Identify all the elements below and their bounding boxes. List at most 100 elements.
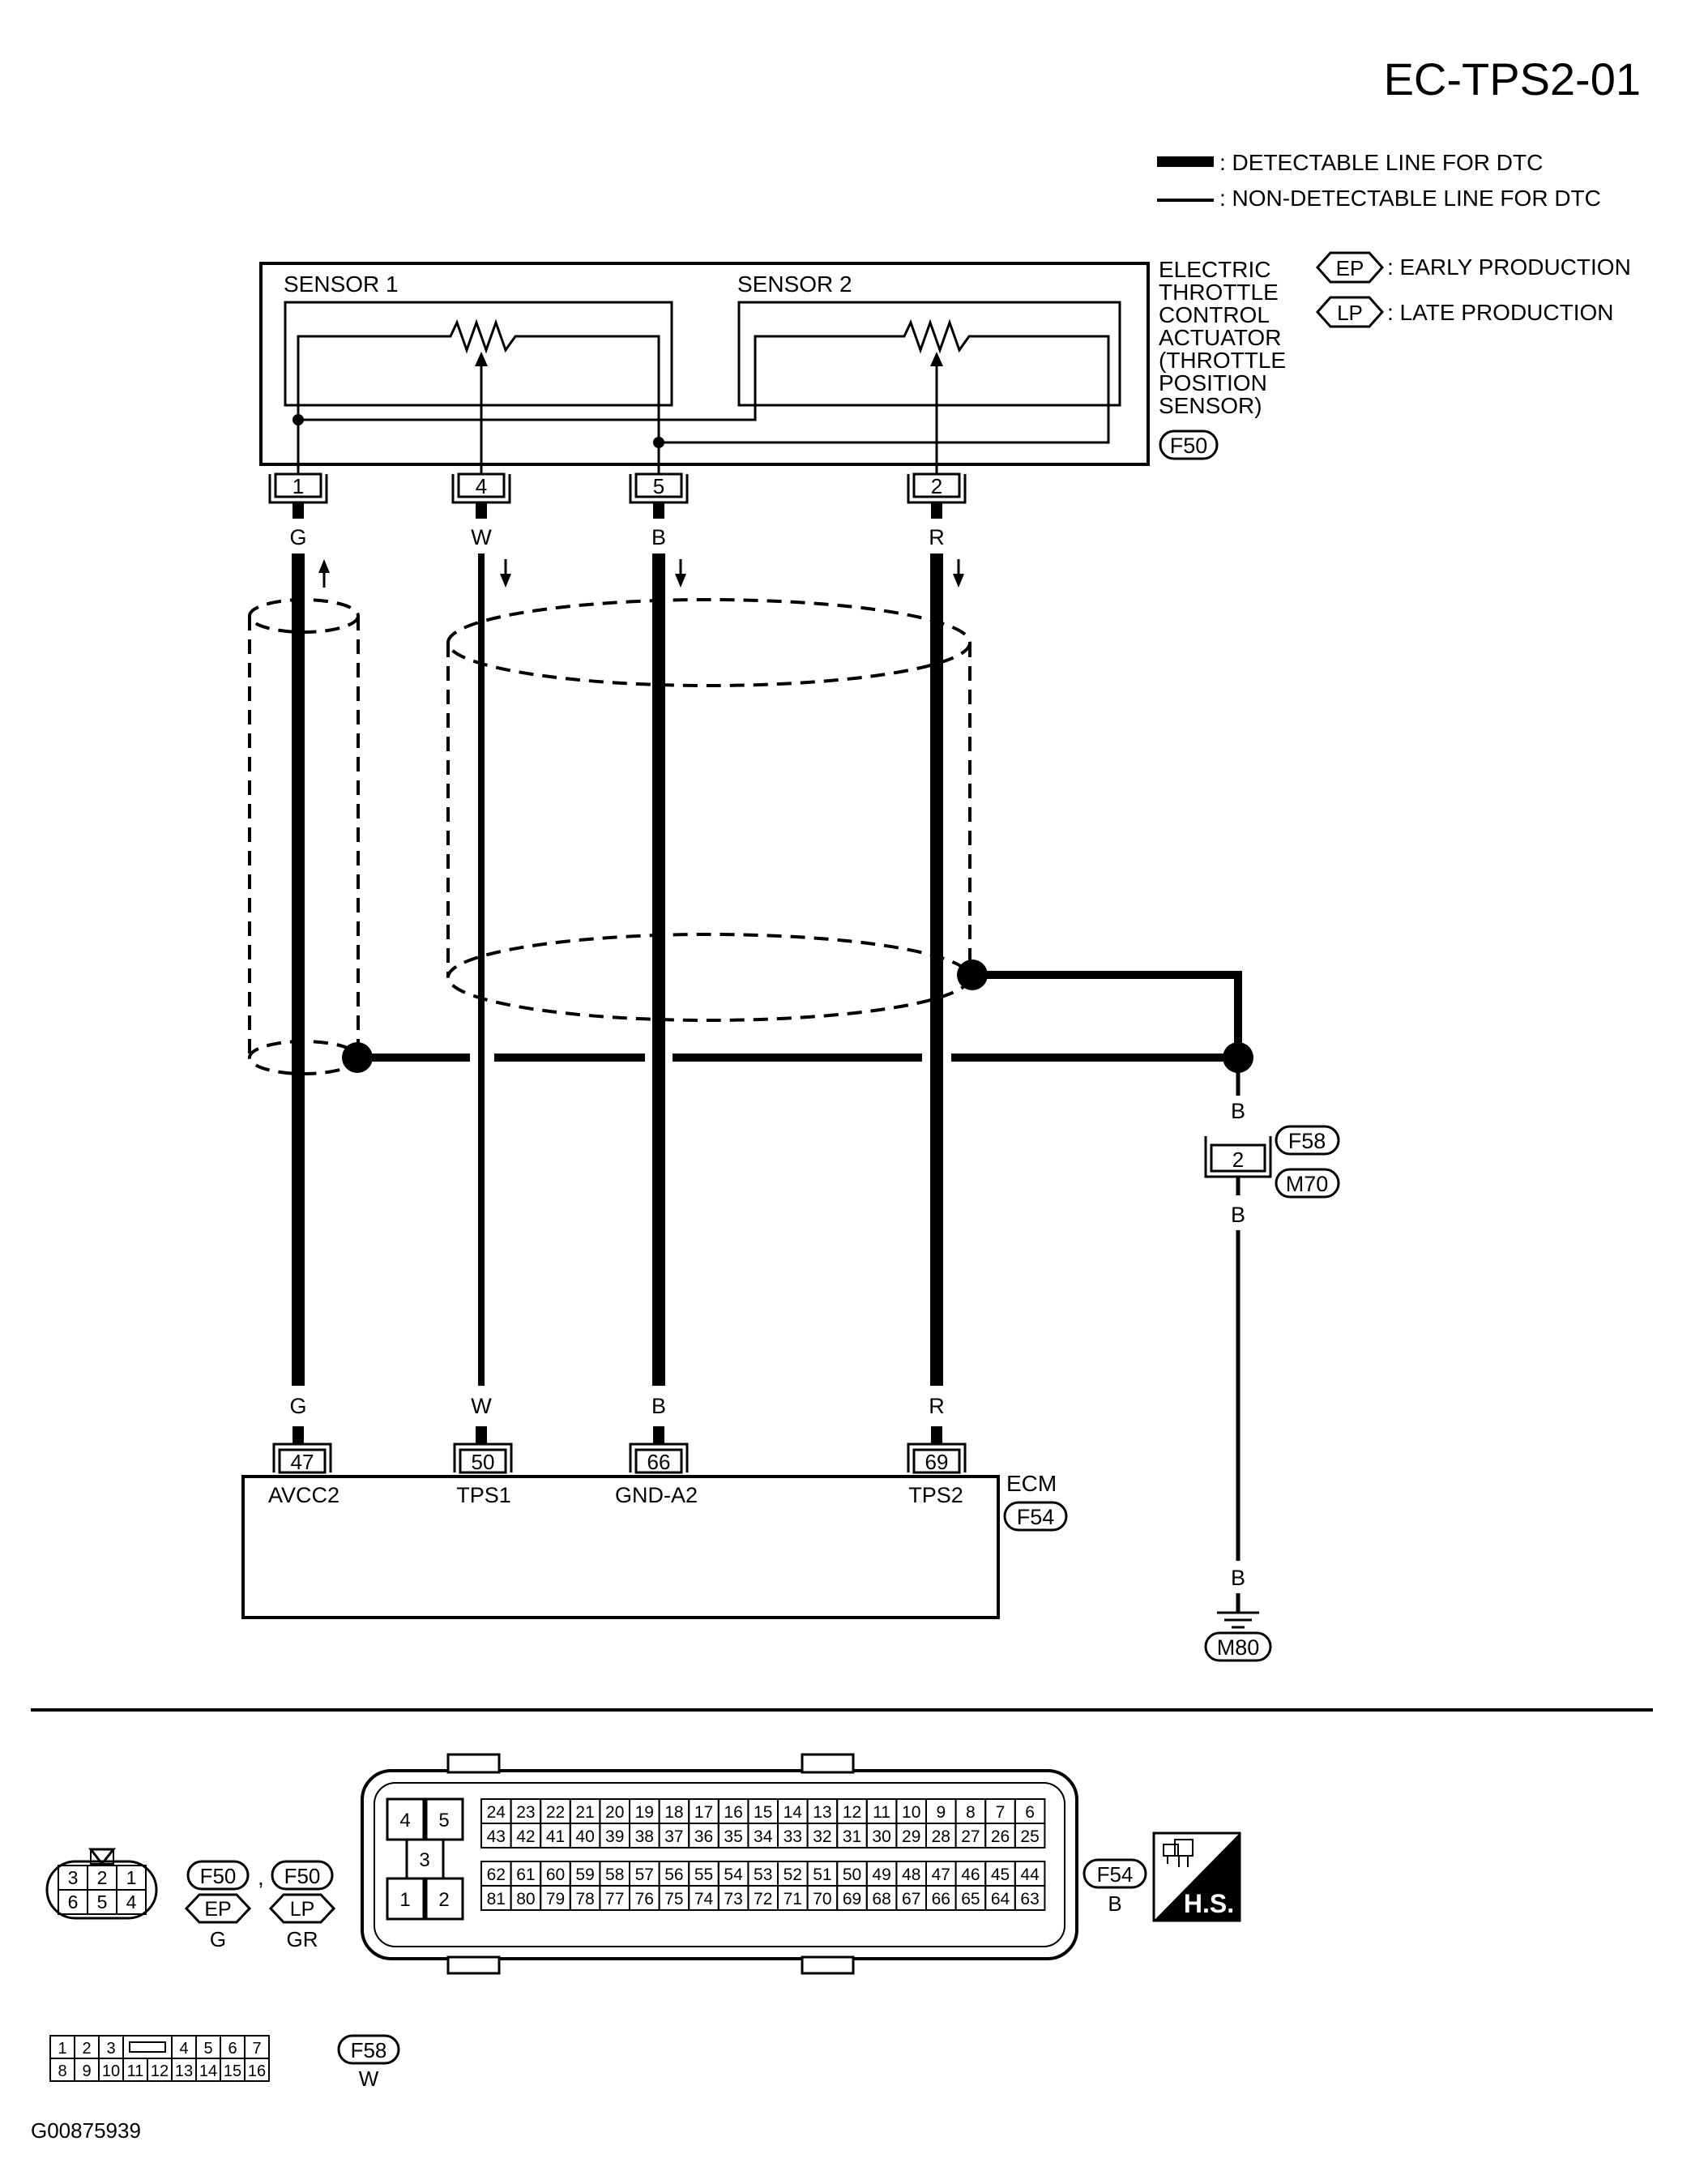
ecm-face-pin-36: 36 (694, 1827, 713, 1846)
f50-variant-lp-code: LP (290, 1898, 315, 1921)
ecm-face-pin-54: 54 (724, 1866, 743, 1884)
ecm-face-pin-30: 30 (872, 1827, 890, 1846)
ecm-face-pin-32: 32 (813, 1827, 831, 1846)
f50-variant-lp-color: GR (287, 1927, 318, 1951)
ecm-face-pin-13: 13 (813, 1803, 831, 1822)
ecm-face-pin-42: 42 (516, 1827, 535, 1846)
sensor2-box (737, 301, 1121, 407)
sensor2-resistor (754, 318, 1110, 405)
f50-variant-ep-conn: F50 (200, 1864, 237, 1888)
ecm-face-pin-18: 18 (664, 1803, 683, 1822)
ground-symbol: B M80 (1204, 1566, 1272, 1662)
wire-color-b-bottom: B (651, 1394, 666, 1418)
f58-face-pin-3: 3 (106, 2040, 115, 2058)
ecm-label: ECM (1006, 1471, 1057, 1496)
f58-face-conn: F58 (351, 2038, 387, 2062)
ground-color-lower: B (1231, 1566, 1245, 1590)
shields (248, 598, 971, 1075)
ecm-face-pin-72: 72 (754, 1890, 772, 1908)
f58-face-pin-14: 14 (199, 2062, 217, 2080)
joint-connector: B 2 B F58 M70 (1204, 1099, 1340, 1227)
wires (292, 502, 943, 1444)
ground-junction (653, 437, 664, 448)
ecm-pin-47-number: 47 (291, 1450, 314, 1474)
legend-detectable-swatch (1157, 156, 1214, 167)
ecm-face-pin-29: 29 (902, 1827, 920, 1846)
f58-face-color: W (359, 2066, 379, 2091)
f58-face-tag: F58 W (337, 2034, 400, 2091)
ecm-signal-avcc2: AVCC2 (268, 1483, 339, 1507)
actuator-name-line-1: ELECTRIC (1159, 257, 1270, 282)
f58-face-pin-6: 6 (228, 2040, 237, 2058)
hs-symbol: H.S. (1152, 1831, 1241, 1922)
legend-lp-tag: LP (1315, 296, 1385, 328)
wire-color-g-top: G (289, 525, 306, 549)
ecm-face-pin-12: 12 (843, 1803, 861, 1822)
ecm-face-pin-66: 66 (932, 1890, 950, 1908)
ecm-face-pin-48: 48 (902, 1866, 920, 1884)
actuator-name-line-5: (THROTTLE (1159, 348, 1286, 373)
ecm-face-pin-17: 17 (694, 1803, 713, 1822)
ecm-face-pin-78: 78 (575, 1890, 594, 1908)
ecm-signal-names: AVCC2 TPS1 GND-A2 TPS2 (268, 1483, 963, 1507)
ground-label: M80 (1217, 1635, 1260, 1660)
ecm-face-pin-19: 19 (635, 1803, 654, 1822)
ecm-face-pin-81: 81 (487, 1890, 506, 1908)
supply-bus (297, 361, 757, 421)
f58-face-pin-13: 13 (175, 2062, 193, 2080)
ecm-connector-tag: F54 (1003, 1501, 1068, 1532)
ecm-face-pin-51: 51 (813, 1866, 831, 1884)
f50-connector-face: 3 2 1 6 5 4 (45, 1848, 158, 1920)
drain-junction-main (1223, 1042, 1253, 1073)
ecm-face-large-2: 2 (438, 1889, 449, 1911)
ecm-face-pin-40: 40 (575, 1827, 594, 1846)
f50-variant-lp: F50 LP GR (268, 1860, 336, 1951)
actuator-pin-1-number: 1 (293, 474, 304, 498)
ecm-face-large-1: 1 (399, 1889, 410, 1911)
ecm-face-pin-58: 58 (605, 1866, 624, 1884)
ecm-face-pin-6: 6 (1025, 1803, 1035, 1822)
ecm-pin-50: 50 (453, 1442, 513, 1474)
ecm-face-pin-68: 68 (872, 1890, 890, 1908)
ecm-face-pin-23: 23 (516, 1803, 535, 1822)
f54-face-conn: F54 (1097, 1862, 1134, 1887)
figure-id: G00875939 (31, 2118, 141, 2143)
ecm-connector-label: F54 (1017, 1505, 1055, 1529)
ecm-face-pin-57: 57 (635, 1866, 654, 1884)
actuator-name-line-7: SENSOR) (1159, 393, 1262, 418)
actuator-pins: 1 4 5 2 (268, 472, 967, 504)
wire-color-b-top: B (651, 525, 666, 549)
signal-arrows (318, 559, 964, 588)
shield-large (446, 598, 971, 1022)
ecm-face-large-4: 4 (399, 1810, 410, 1831)
ecm-face-pin-63: 63 (1020, 1890, 1039, 1908)
f50-face-pin-2: 2 (97, 1867, 108, 1888)
actuator-name-line-3: CONTROL (1159, 302, 1270, 327)
f50-variant-separator: , (258, 1865, 264, 1890)
legend-ep-code: EP (1336, 256, 1364, 280)
legend-non-detectable-swatch (1157, 199, 1214, 202)
f58-face-pin-11: 11 (127, 2062, 144, 2080)
sensor1-resistor (297, 318, 660, 405)
sensor2-wiper-arrow (930, 352, 943, 366)
ecm-face-pin-73: 73 (724, 1890, 742, 1908)
ecm-pin-69: 69 (907, 1442, 967, 1474)
ecm-face-pin-44: 44 (1020, 1866, 1040, 1884)
f58-face-pin-2: 2 (82, 2040, 91, 2058)
ground-color-mid: B (1231, 1203, 1245, 1227)
arrow-down-r (953, 559, 964, 588)
hs-label: H.S. (1184, 1889, 1234, 1918)
f50-variant-ep: F50 EP G (184, 1860, 252, 1951)
actuator-name-line-6: POSITION (1159, 370, 1267, 395)
actuator-pin-4: 4 (451, 472, 511, 504)
actuator-pin-2-number: 2 (931, 474, 942, 498)
f54-face-tag: F54 B (1082, 1858, 1147, 1916)
actuator-pin-5-number: 5 (653, 474, 664, 498)
ecm-face-pin-33: 33 (784, 1827, 802, 1846)
wire-color-r-top: R (929, 525, 945, 549)
f50-variant-ep-code: EP (204, 1898, 231, 1921)
ecm-face-pin-64: 64 (991, 1890, 1010, 1908)
ecm-signal-tps1: TPS1 (456, 1483, 511, 1507)
wire-color-w-top: W (471, 525, 492, 549)
